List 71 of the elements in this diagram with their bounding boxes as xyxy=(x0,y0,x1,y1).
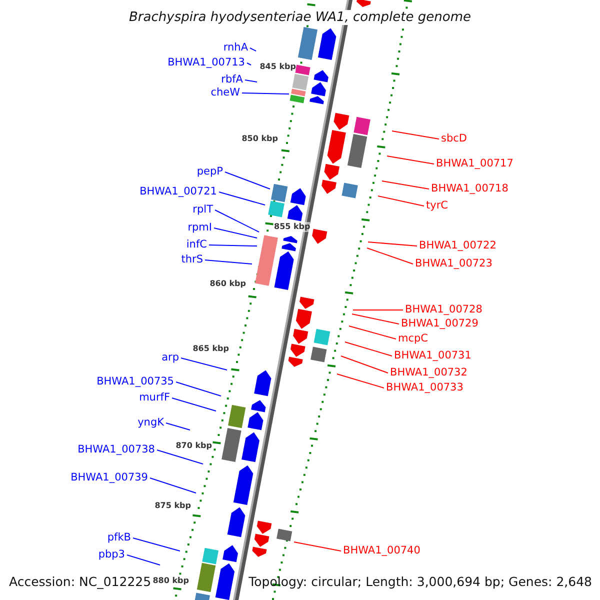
gene-label: BHWA1_00713 xyxy=(168,56,245,70)
leader-line xyxy=(224,172,270,190)
leader-line xyxy=(336,374,384,388)
gene-label: murfF xyxy=(139,392,170,404)
leader-line xyxy=(126,554,160,566)
accession-text: Accession: NC_012225 xyxy=(9,574,152,589)
scale-label: 870 kbp xyxy=(176,441,212,451)
gene-label: pbp3 xyxy=(98,548,125,562)
gene-label: rnhA xyxy=(223,42,248,54)
scale-label: 875 kbp xyxy=(154,501,191,511)
gene-label: BHWA1_00735 xyxy=(96,376,174,388)
gene-label: yngK xyxy=(138,416,164,430)
leader-line xyxy=(352,314,400,324)
scale-label: 855 kbp xyxy=(274,222,310,232)
gene-label: BHWA1_00733 xyxy=(386,382,464,394)
leader-line xyxy=(366,248,414,264)
leader-line xyxy=(344,342,392,356)
gene-label: BHWA1_00729 xyxy=(401,318,478,330)
gene-label: thrS xyxy=(181,254,203,266)
leader-line xyxy=(348,326,396,340)
gene-label: BHWA1_00728 xyxy=(405,304,482,316)
leader-line xyxy=(204,260,252,264)
scale-label: 850 kbp xyxy=(242,134,278,144)
gene-label: BHWA1_00722 xyxy=(419,240,496,252)
gene-label: cheW xyxy=(210,86,240,100)
leader-line xyxy=(340,356,388,374)
gene-label: BHWA1_00731 xyxy=(394,350,472,362)
gene-label: arp xyxy=(162,352,179,364)
leader-line xyxy=(214,228,258,238)
leader-line xyxy=(214,210,260,232)
gene-label: infC xyxy=(186,238,207,252)
gene-label: mcpC xyxy=(398,332,428,346)
scale-label: 860 kbp xyxy=(210,279,246,289)
gene-label: BHWA1_00738 xyxy=(78,444,155,456)
leader-line xyxy=(156,450,204,464)
leader-line xyxy=(382,180,430,190)
leader-line xyxy=(246,62,252,66)
gene-label: BHWA1_00721 xyxy=(140,186,217,198)
gene-label: rbfA xyxy=(221,74,243,86)
scale-label: 865 kbp xyxy=(192,344,229,354)
leader-line xyxy=(294,542,342,552)
gene-label: BHWA1_00740 xyxy=(343,544,420,558)
leader-line xyxy=(180,358,228,370)
gene-label: pfkB xyxy=(107,532,131,544)
leader-line xyxy=(392,130,440,140)
gene-label: rplT xyxy=(192,204,213,216)
scale-label: 880 kbp xyxy=(152,576,189,586)
leader-line xyxy=(250,48,256,52)
leader-line xyxy=(242,92,290,94)
gene-label: tyrC xyxy=(426,200,448,212)
gene-label: BHWA1_00717 xyxy=(436,158,514,170)
leader-line xyxy=(172,398,216,412)
leader-line xyxy=(368,242,418,246)
leader-line xyxy=(150,478,196,494)
leader-line xyxy=(208,244,258,246)
leader-line xyxy=(386,156,434,164)
gene-label: rpmI xyxy=(188,222,212,234)
leader-line xyxy=(166,422,190,430)
gene-label: pepP xyxy=(196,166,223,178)
gene-label: BHWA1_00739 xyxy=(70,472,148,484)
leader-line xyxy=(378,196,424,206)
genome-summary-text: Topology: circular; Length: 3,000,694 bp; Genes: 2,648 xyxy=(248,574,592,589)
leader-line xyxy=(176,382,222,396)
leader-line xyxy=(244,80,258,82)
gene-label: BHWA1_00718 xyxy=(431,182,508,196)
gene-label: BHWA1_00723 xyxy=(415,258,492,270)
gene-label: BHWA1_00732 xyxy=(390,366,468,380)
leader-line xyxy=(132,538,180,552)
leader-line xyxy=(218,192,266,206)
gene-label: sbcD xyxy=(441,132,467,146)
scale-label: 845 kbp xyxy=(260,62,296,72)
